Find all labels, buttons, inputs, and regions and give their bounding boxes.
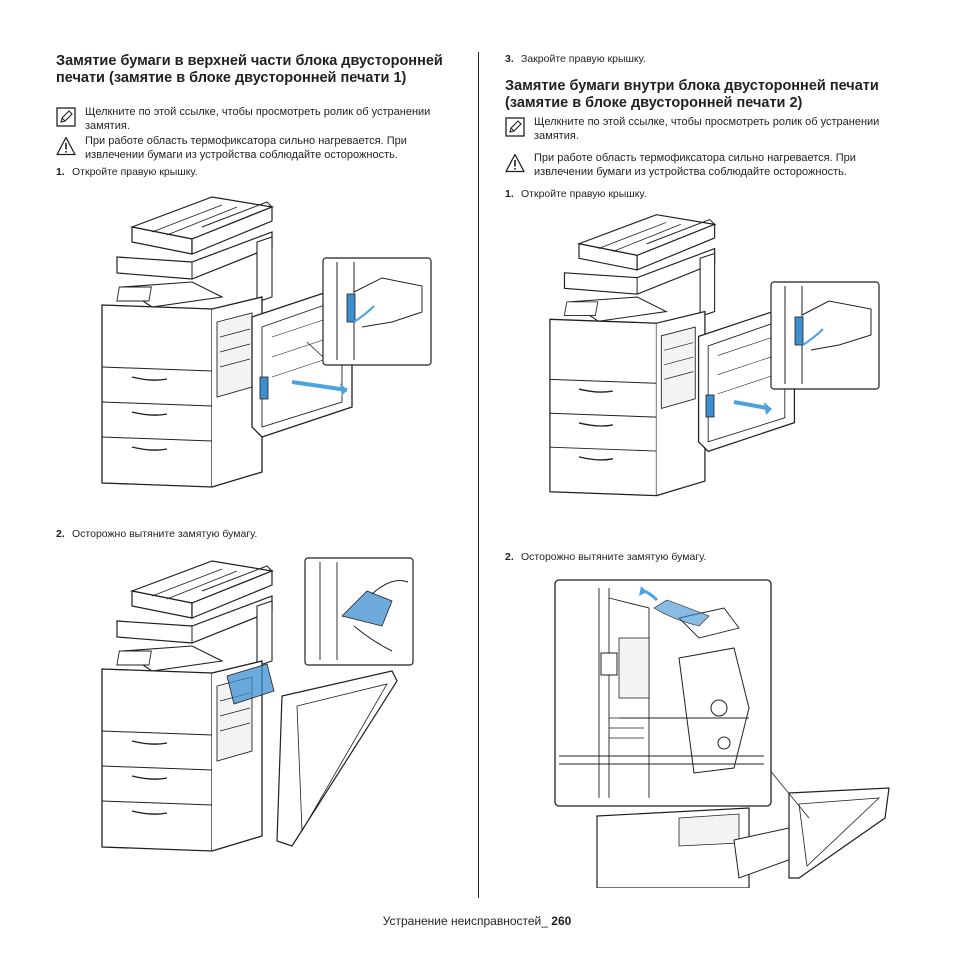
step-2: 2. Осторожно вытяните замятую бумагу. — [56, 528, 257, 541]
step-text: Закройте правую крышку. — [521, 53, 646, 65]
warning-triangle-icon — [56, 136, 76, 156]
step-number: 2. — [56, 528, 65, 540]
video-note-text[interactable]: Щелкните по этой ссылке, чтобы просмотре… — [534, 116, 880, 142]
pencil-note-icon — [56, 107, 76, 127]
step-1: 1. Откройте правую крышку. — [505, 188, 647, 201]
pencil-note-icon — [505, 117, 525, 137]
step-number: 1. — [56, 166, 65, 178]
figure-pull-paper-inside-duplex — [549, 578, 899, 888]
video-note[interactable]: Щелкните по этой ссылке, чтобы просмотре… — [505, 116, 905, 144]
footer-section: Устранение неисправностей_ — [382, 914, 548, 928]
step-2: 2. Осторожно вытяните замятую бумагу. — [505, 551, 706, 564]
step-text: Откройте правую крышку. — [72, 166, 198, 178]
step-text: Осторожно вытяните замятую бумагу. — [521, 551, 707, 563]
step-number: 2. — [505, 551, 514, 563]
warning-note: При работе область термофиксатора сильно… — [505, 152, 905, 180]
page-number: 260 — [551, 914, 572, 928]
video-note[interactable]: Щелкните по этой ссылке, чтобы просмотре… — [56, 106, 464, 134]
step-3-close-cover: 3. Закройте правую крышку. — [505, 53, 646, 66]
warning-note-text: При работе область термофиксатора сильно… — [85, 135, 407, 161]
warning-triangle-icon — [505, 153, 525, 173]
figure-pull-jammed-paper — [92, 546, 472, 886]
warning-note-text: При работе область термофиксатора сильно… — [534, 152, 856, 178]
figure-open-right-cover-2 — [539, 205, 909, 535]
step-text: Осторожно вытяните замятую бумагу. — [72, 528, 258, 540]
video-note-text[interactable]: Щелкните по этой ссылке, чтобы просмотре… — [85, 106, 431, 132]
section-heading-duplex-jam-1: Замятие бумаги в верхней части блока дву… — [56, 53, 443, 86]
step-text: Откройте правую крышку. — [521, 188, 647, 200]
page-footer: Устранение неисправностей_ 260 — [0, 914, 954, 928]
step-number: 1. — [505, 188, 514, 200]
warning-note: При работе область термофиксатора сильно… — [56, 135, 464, 163]
column-divider — [478, 52, 479, 898]
section-heading-duplex-jam-2: Замятие бумаги внутри блока двусторонней… — [505, 78, 879, 111]
step-number: 3. — [505, 53, 514, 65]
figure-open-right-cover — [92, 182, 472, 522]
step-1: 1. Откройте правую крышку. — [56, 166, 198, 179]
